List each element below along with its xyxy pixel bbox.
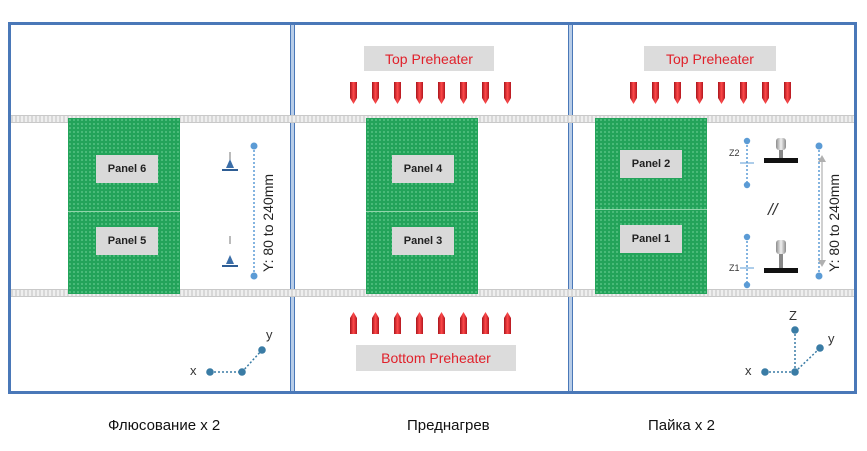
heater-arrow-icon xyxy=(416,312,423,334)
panel-label: Panel 6 xyxy=(96,155,158,183)
heater-arrow-icon xyxy=(438,82,445,104)
panel-label: Panel 2 xyxy=(620,150,682,178)
solder-nozzle-icon xyxy=(764,138,798,163)
axis-z-label-soldering: Z xyxy=(789,308,797,323)
heater-arrow-icon xyxy=(394,82,401,104)
panel-label: Panel 5 xyxy=(96,227,158,255)
flux-nozzle-icon xyxy=(222,236,238,267)
axis-xy-icon xyxy=(206,346,266,376)
panel-label: Panel 4 xyxy=(392,155,454,183)
separator-mark: // xyxy=(768,200,778,219)
panel-label: Panel 3 xyxy=(392,227,454,255)
heater-arrow-icon xyxy=(674,82,681,104)
axis-x-label-soldering: x xyxy=(745,363,752,378)
heater-arrow-icon xyxy=(718,82,725,104)
column-divider-1 xyxy=(290,25,295,391)
pcb-board-preheat xyxy=(366,118,478,294)
caption-preheat: Преднагрев xyxy=(407,417,490,434)
heater-arrow-icon xyxy=(784,82,791,104)
heater-arrow-icon xyxy=(438,312,445,334)
heater-arrow-icon xyxy=(696,82,703,104)
bottom-preheater-label: Bottom Preheater xyxy=(356,345,516,371)
top-heater-arrows-soldering xyxy=(630,82,791,104)
z2-label: Z2 xyxy=(729,148,740,158)
heater-arrow-icon xyxy=(372,312,379,334)
top-preheater-label-soldering: Top Preheater xyxy=(644,46,776,71)
heater-arrow-icon xyxy=(630,82,637,104)
board-split-line xyxy=(366,211,478,212)
heater-arrow-icon xyxy=(740,82,747,104)
heater-arrow-icon xyxy=(350,82,357,104)
pcb-board-soldering xyxy=(595,118,707,294)
top-preheater-label: Top Preheater xyxy=(364,46,494,71)
panel-label: Panel 1 xyxy=(620,225,682,253)
caption-soldering: Пайка x 2 xyxy=(648,417,715,434)
heater-arrow-icon xyxy=(482,312,489,334)
heater-arrow-icon xyxy=(460,82,467,104)
top-heater-arrows xyxy=(350,82,511,104)
axis-xyz-icon xyxy=(761,326,824,376)
heater-arrow-icon xyxy=(482,82,489,104)
caption-fluxing: Флюсование x 2 xyxy=(108,417,221,434)
solder-nozzle-icon xyxy=(764,240,798,273)
pcb-board-fluxing xyxy=(68,118,180,294)
heater-arrow-icon xyxy=(762,82,769,104)
z1-dimension xyxy=(740,233,754,289)
heater-arrow-icon xyxy=(350,312,357,334)
heater-arrow-icon xyxy=(504,312,511,334)
bottom-heater-arrows xyxy=(350,312,511,334)
heater-arrow-icon xyxy=(394,312,401,334)
heater-arrow-icon xyxy=(416,82,423,104)
z1-label: Z1 xyxy=(729,263,740,273)
flux-nozzle-icon xyxy=(222,152,238,171)
axis-y-label-soldering: y xyxy=(828,331,835,346)
board-split-line xyxy=(68,211,180,212)
heater-arrow-icon xyxy=(504,82,511,104)
y-dimension-line xyxy=(250,142,258,280)
y-dimension-line-soldering xyxy=(815,142,826,280)
heater-arrow-icon xyxy=(460,312,467,334)
board-split-line xyxy=(595,209,707,210)
z2-dimension xyxy=(740,137,754,189)
column-divider-2 xyxy=(568,25,573,391)
axis-y-label: y xyxy=(266,327,273,342)
heater-arrow-icon xyxy=(652,82,659,104)
heater-arrow-icon xyxy=(372,82,379,104)
axis-x-label: x xyxy=(190,363,197,378)
